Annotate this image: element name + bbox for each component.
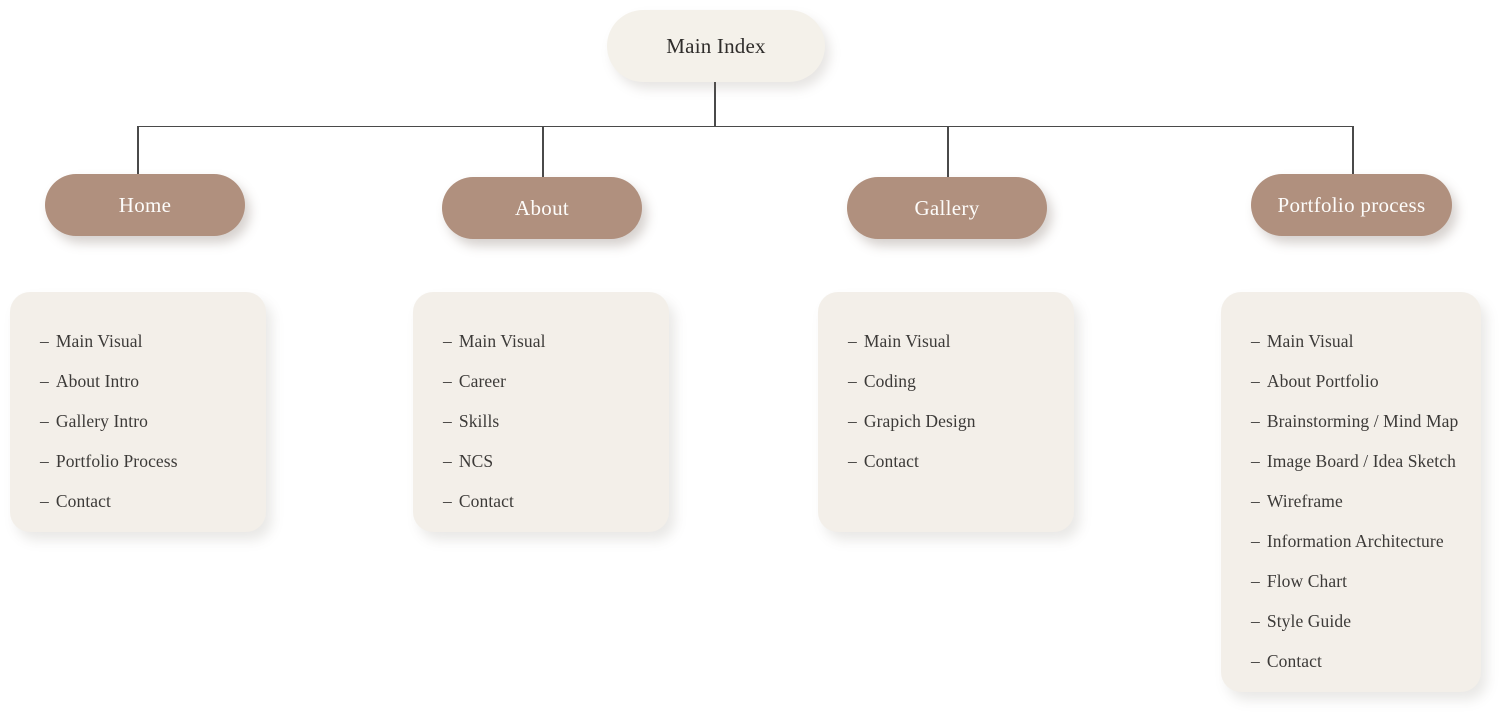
node-main-index-label: Main Index bbox=[666, 33, 766, 58]
bullet-dash: – bbox=[1251, 411, 1260, 432]
list-item[interactable]: – Information Architecture bbox=[1221, 522, 1481, 562]
bullet-dash: – bbox=[1251, 371, 1260, 392]
node-gallery-label: Gallery bbox=[914, 195, 980, 220]
bullet-dash: – bbox=[848, 451, 857, 472]
card-about: – Main Visual – Career – Skills – NCS – … bbox=[413, 292, 669, 532]
list-item[interactable]: – Contact bbox=[1221, 642, 1481, 682]
bullet-dash: – bbox=[443, 411, 452, 432]
bullet-dash: – bbox=[848, 331, 857, 352]
card-home: – Main Visual – About Intro – Gallery In… bbox=[10, 292, 266, 532]
bullet-dash: – bbox=[443, 371, 452, 392]
card-about-list: – Main Visual – Career – Skills – NCS – … bbox=[413, 322, 669, 522]
list-item[interactable]: – Contact bbox=[10, 482, 266, 522]
list-item[interactable]: – Contact bbox=[818, 442, 1074, 482]
list-item[interactable]: – Main Visual bbox=[818, 322, 1074, 362]
list-item-label: Brainstorming / Mind Map bbox=[1266, 411, 1459, 432]
list-item[interactable]: – Gallery Intro bbox=[10, 402, 266, 442]
list-item-label: Contact bbox=[458, 491, 514, 512]
bullet-dash: – bbox=[40, 491, 49, 512]
bullet-dash: – bbox=[40, 371, 49, 392]
node-gallery[interactable]: Gallery bbox=[847, 177, 1047, 239]
list-item[interactable]: – Style Guide bbox=[1221, 602, 1481, 642]
list-item-label: About Portfolio bbox=[1266, 371, 1379, 392]
list-item-label: NCS bbox=[458, 451, 494, 472]
bullet-dash: – bbox=[40, 451, 49, 472]
list-item[interactable]: – Portfolio Process bbox=[10, 442, 266, 482]
card-gallery-list: – Main Visual – Coding – Grapich Design … bbox=[818, 322, 1074, 482]
node-about-label: About bbox=[515, 195, 569, 220]
list-item-label: Grapich Design bbox=[863, 411, 976, 432]
bullet-dash: – bbox=[1251, 571, 1260, 592]
list-item-label: Portfolio Process bbox=[55, 451, 178, 472]
node-portfolio-process-label: Portfolio process bbox=[1277, 192, 1426, 217]
list-item-label: Career bbox=[458, 371, 507, 392]
card-home-list: – Main Visual – About Intro – Gallery In… bbox=[10, 322, 266, 522]
list-item-label: Skills bbox=[458, 411, 500, 432]
list-item[interactable]: – Main Visual bbox=[413, 322, 669, 362]
card-gallery: – Main Visual – Coding – Grapich Design … bbox=[818, 292, 1074, 532]
node-home[interactable]: Home bbox=[45, 174, 245, 236]
list-item-label: Contact bbox=[55, 491, 111, 512]
bullet-dash: – bbox=[40, 411, 49, 432]
list-item[interactable]: – Image Board / Idea Sketch bbox=[1221, 442, 1481, 482]
list-item-label: Coding bbox=[863, 371, 916, 392]
connector-drop-about bbox=[542, 126, 544, 177]
list-item[interactable]: – NCS bbox=[413, 442, 669, 482]
list-item[interactable]: – Flow Chart bbox=[1221, 562, 1481, 602]
connector-drop-gallery bbox=[947, 126, 949, 177]
list-item[interactable]: – About Intro bbox=[10, 362, 266, 402]
list-item-label: Main Visual bbox=[863, 331, 951, 352]
node-portfolio-process[interactable]: Portfolio process bbox=[1251, 174, 1452, 236]
list-item-label: Information Architecture bbox=[1266, 531, 1444, 552]
list-item[interactable]: – Skills bbox=[413, 402, 669, 442]
bullet-dash: – bbox=[1251, 331, 1260, 352]
bullet-dash: – bbox=[443, 451, 452, 472]
list-item-label: Main Visual bbox=[458, 331, 546, 352]
bullet-dash: – bbox=[1251, 491, 1260, 512]
bullet-dash: – bbox=[443, 331, 452, 352]
node-main-index[interactable]: Main Index bbox=[607, 10, 825, 82]
bullet-dash: – bbox=[1251, 611, 1260, 632]
list-item[interactable]: – Contact bbox=[413, 482, 669, 522]
list-item-label: Flow Chart bbox=[1266, 571, 1348, 592]
list-item-label: Contact bbox=[1266, 651, 1322, 672]
bullet-dash: – bbox=[1251, 651, 1260, 672]
list-item-label: Contact bbox=[863, 451, 919, 472]
node-about[interactable]: About bbox=[442, 177, 642, 239]
list-item[interactable]: – Main Visual bbox=[1221, 322, 1481, 362]
bullet-dash: – bbox=[848, 411, 857, 432]
connector-root-stem bbox=[714, 82, 716, 127]
list-item-label: Style Guide bbox=[1266, 611, 1352, 632]
bullet-dash: – bbox=[40, 331, 49, 352]
list-item-label: Gallery Intro bbox=[55, 411, 149, 432]
bullet-dash: – bbox=[1251, 451, 1260, 472]
list-item[interactable]: – Brainstorming / Mind Map bbox=[1221, 402, 1481, 442]
list-item[interactable]: – Coding bbox=[818, 362, 1074, 402]
card-portfolio-process-list: – Main Visual – About Portfolio – Brains… bbox=[1221, 322, 1481, 682]
card-portfolio-process: – Main Visual – About Portfolio – Brains… bbox=[1221, 292, 1481, 692]
list-item[interactable]: – Career bbox=[413, 362, 669, 402]
bullet-dash: – bbox=[848, 371, 857, 392]
list-item-label: Main Visual bbox=[55, 331, 143, 352]
list-item[interactable]: – Grapich Design bbox=[818, 402, 1074, 442]
list-item-label: About Intro bbox=[55, 371, 140, 392]
list-item[interactable]: – Wireframe bbox=[1221, 482, 1481, 522]
bullet-dash: – bbox=[443, 491, 452, 512]
connector-drop-portfolio bbox=[1352, 126, 1354, 174]
list-item[interactable]: – Main Visual bbox=[10, 322, 266, 362]
connector-drop-home bbox=[137, 126, 139, 174]
node-home-label: Home bbox=[118, 192, 172, 217]
list-item-label: Main Visual bbox=[1266, 331, 1354, 352]
list-item-label: Image Board / Idea Sketch bbox=[1266, 451, 1456, 472]
connector-horizontal-bus bbox=[137, 126, 1353, 128]
list-item-label: Wireframe bbox=[1266, 491, 1343, 512]
list-item[interactable]: – About Portfolio bbox=[1221, 362, 1481, 402]
bullet-dash: – bbox=[1251, 531, 1260, 552]
